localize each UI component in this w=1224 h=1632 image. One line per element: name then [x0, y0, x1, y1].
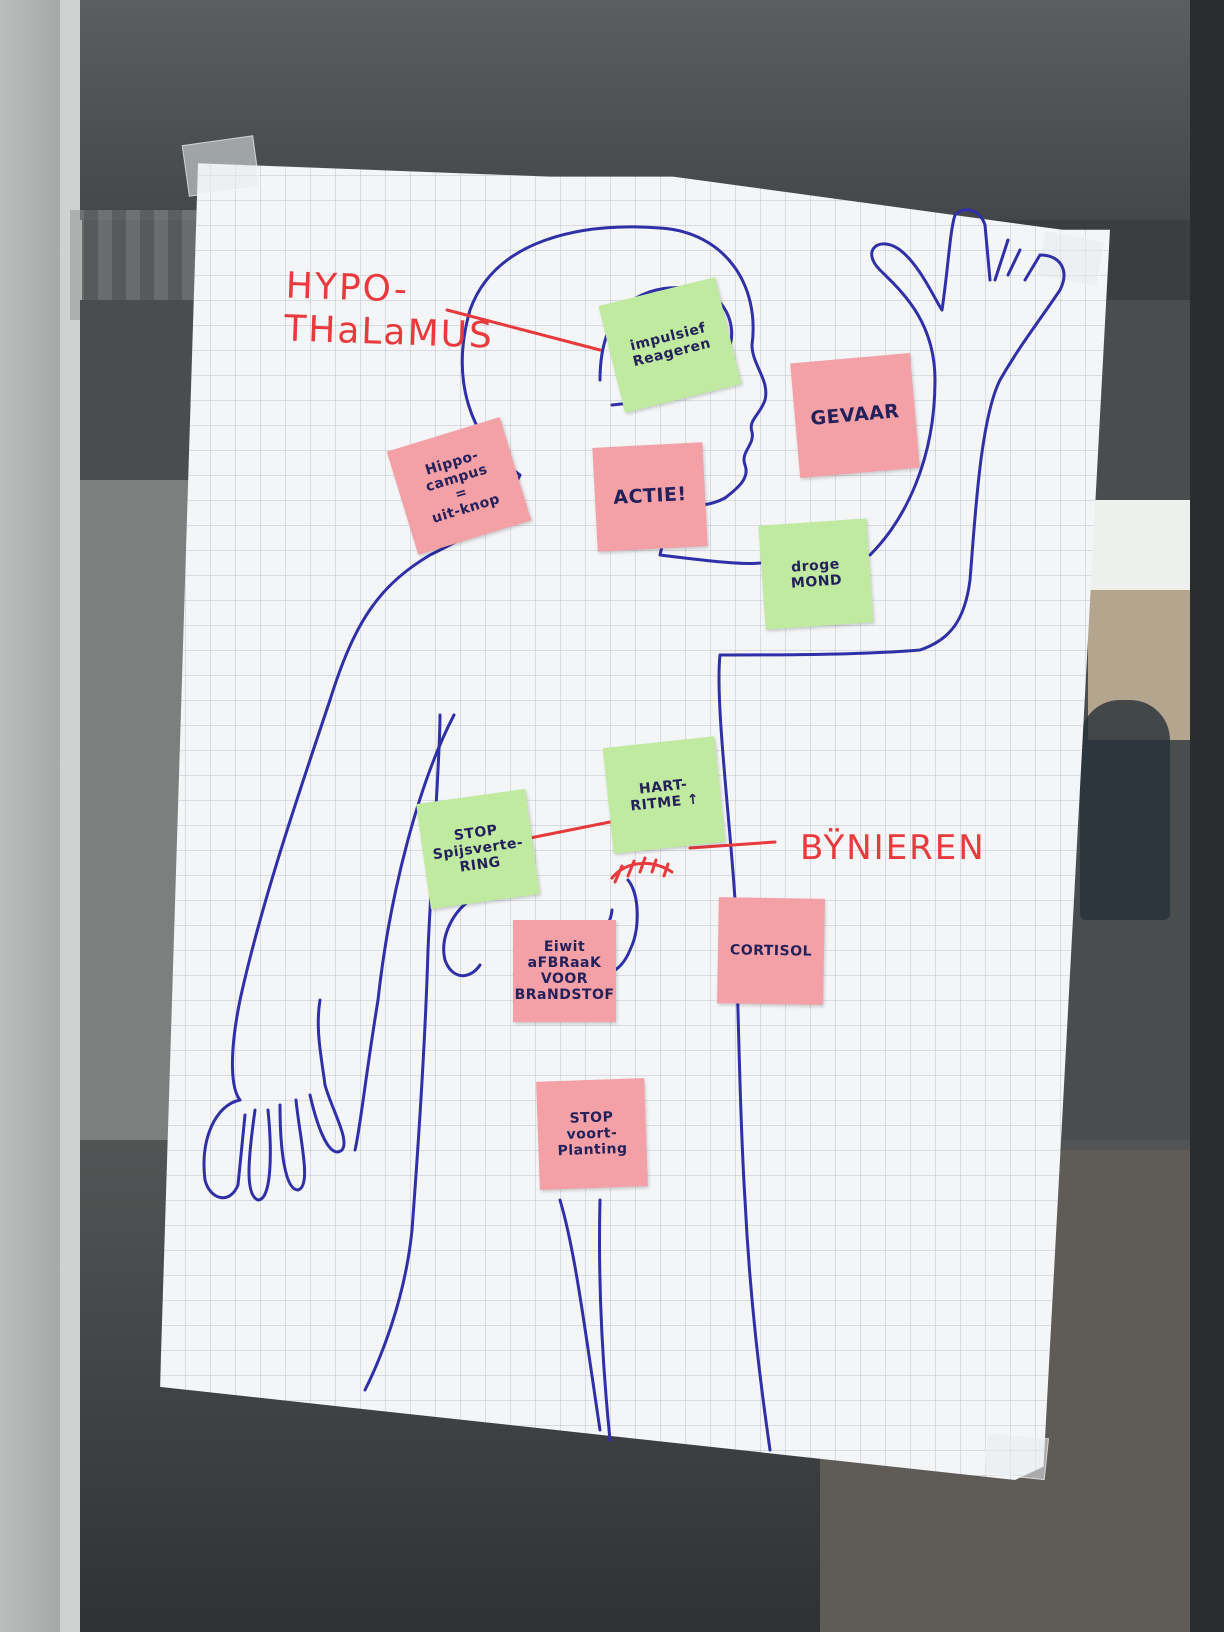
glass-frame-right: [1190, 0, 1224, 1632]
note-stop-voortplanting: STOP voort- Planting: [536, 1078, 648, 1190]
note-gevaar: GEVAAR: [790, 352, 920, 479]
note-stop-spijsvertering: STOP Spijsverte- RING: [416, 788, 540, 910]
note-actie: ACTIE!: [592, 442, 708, 552]
tape-bottom-right: [982, 1431, 1050, 1481]
hypothalamus-label: HYPO- THaLaMUS: [283, 265, 495, 357]
tape-top-left: [181, 135, 261, 197]
note-droge-mond: droge MOND: [758, 518, 874, 630]
note-cortisol: CORTISOL: [717, 897, 825, 1005]
note-hartritme: HART- RITME ↑: [602, 736, 726, 854]
door-frame: [60, 0, 82, 1632]
background-person: [1080, 700, 1170, 920]
note-eiwit-afbraak: Eiwit aFBRaaK VOOR BRaNDSTOF: [513, 920, 616, 1022]
bijnieren-label: BŸNIEREN: [800, 828, 986, 868]
